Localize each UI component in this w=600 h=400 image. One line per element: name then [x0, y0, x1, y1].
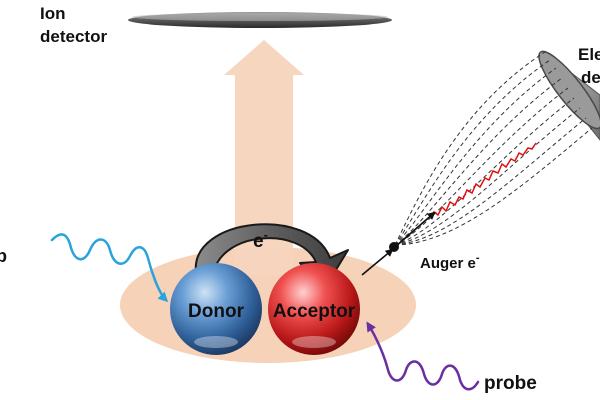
electron-detector-label-line2: de: [581, 68, 600, 87]
electron-trajectories: [394, 51, 593, 246]
pump-wave: [50, 233, 169, 303]
ion-detector-label-line1: Ion: [40, 4, 66, 23]
ion-beam-arrow: [224, 40, 304, 275]
acceptor-sphere: [268, 263, 360, 355]
auger-arrow: [394, 211, 436, 248]
electron-trajectory-red: [429, 142, 537, 219]
auger-label: Auger e-: [420, 252, 480, 272]
probe-wave: [366, 321, 480, 391]
donor-sphere: [170, 263, 262, 355]
pump-label-partial: p: [0, 246, 7, 266]
ion-detector-label-line2: detector: [40, 27, 107, 46]
probe-label: probe: [484, 373, 537, 394]
acceptor-label: Acceptor: [273, 301, 356, 322]
donor-label: Donor: [188, 301, 245, 322]
electron-detector-cone-icon: [538, 50, 600, 141]
electron-detector-label-line1: Ele: [578, 45, 600, 64]
electron-label: e-: [253, 227, 268, 252]
auger-electron-dot: [389, 242, 399, 252]
